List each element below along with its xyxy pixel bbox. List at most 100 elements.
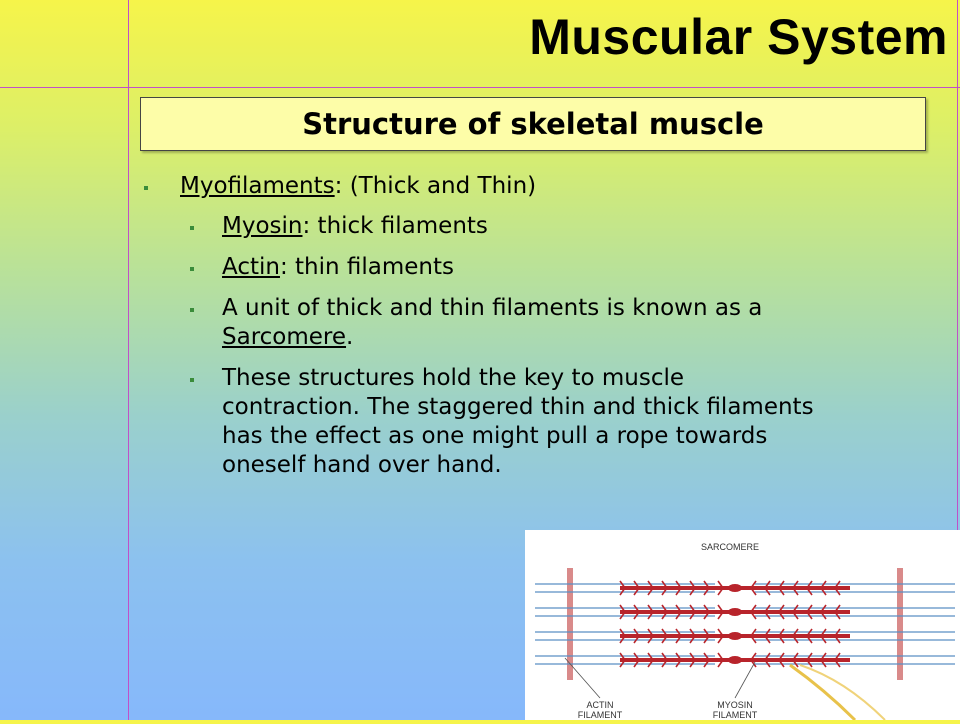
myosin-head <box>750 652 757 661</box>
myosin-head <box>675 628 682 637</box>
bullet-text: These structures hold the key to muscle … <box>222 365 814 478</box>
myosin-head <box>834 628 841 637</box>
title-divider-line <box>0 87 960 88</box>
myosin-head <box>647 580 654 589</box>
myosin-head <box>778 659 785 668</box>
myosin-head <box>806 635 813 644</box>
myosin-head <box>675 587 682 596</box>
myosin-head <box>717 659 724 668</box>
actin-label-line1: ACTIN <box>587 700 614 710</box>
bullet-icon <box>190 267 194 271</box>
myosin-head <box>661 587 668 596</box>
myosin-head <box>778 635 785 644</box>
myosin-head <box>764 652 771 661</box>
myosin-head <box>717 628 724 637</box>
bullet-myosin: Myosin: thick filaments <box>140 212 820 241</box>
myosin-head <box>764 635 771 644</box>
myosin-head <box>619 659 626 668</box>
z-line-left <box>567 568 573 680</box>
myosin-head <box>619 611 626 620</box>
myosin-head <box>717 604 724 613</box>
myosin-head <box>764 611 771 620</box>
myosin-head <box>834 635 841 644</box>
myosin-head <box>675 611 682 620</box>
myosin-head <box>778 587 785 596</box>
myosin-head <box>647 659 654 668</box>
myosin-head <box>834 580 841 589</box>
myosin-head <box>717 652 724 661</box>
myosin-head <box>792 635 799 644</box>
term-actin: Actin <box>222 254 280 280</box>
myosin-head <box>750 635 757 644</box>
myosin-head <box>689 652 696 661</box>
myosin-head <box>675 580 682 589</box>
myosin-head <box>633 611 640 620</box>
myosin-head <box>750 628 757 637</box>
myosin-head <box>792 580 799 589</box>
myosin-head <box>689 580 696 589</box>
page-title: Muscular System <box>529 9 948 65</box>
myosin-head <box>820 635 827 644</box>
m-line-node <box>728 656 742 664</box>
bullet-icon <box>190 378 194 382</box>
myosin-head <box>792 587 799 596</box>
myosin-head <box>703 604 710 613</box>
myosin-head <box>703 659 710 668</box>
myosin-head <box>661 604 668 613</box>
myosin-head <box>633 628 640 637</box>
bullet-icon <box>144 186 148 190</box>
myosin-label-line2: FILAMENT <box>713 710 758 720</box>
myosin-head <box>820 628 827 637</box>
myosin-head <box>750 604 757 613</box>
subtitle-box: Structure of skeletal muscle <box>140 97 926 151</box>
myosin-head <box>647 587 654 596</box>
left-margin-line <box>128 0 129 720</box>
myosin-head <box>764 587 771 596</box>
myosin-head <box>820 611 827 620</box>
myosin-head <box>689 587 696 596</box>
myosin-head <box>633 587 640 596</box>
myosin-head <box>689 635 696 644</box>
myosin-head <box>750 580 757 589</box>
myosin-head <box>703 652 710 661</box>
myosin-head <box>647 604 654 613</box>
myosin-head <box>619 604 626 613</box>
myosin-head <box>764 604 771 613</box>
myosin-head <box>661 611 668 620</box>
myosin-head <box>661 659 668 668</box>
myosin-head <box>619 652 626 661</box>
myosin-head <box>703 635 710 644</box>
myosin-head <box>703 587 710 596</box>
z-line-right <box>897 568 903 680</box>
myosin-head <box>806 659 813 668</box>
myosin-head <box>778 604 785 613</box>
highlight-streak <box>799 664 886 721</box>
myosin-head <box>647 628 654 637</box>
myosin-head <box>633 604 640 613</box>
myosin-head <box>750 611 757 620</box>
myosin-head <box>778 580 785 589</box>
myosin-head <box>792 652 799 661</box>
myosin-head <box>675 604 682 613</box>
m-line-node <box>728 584 742 592</box>
myosin-head <box>703 580 710 589</box>
bullet-icon <box>190 308 194 312</box>
right-margin-line <box>957 0 958 720</box>
bullet-sarcomere-unit: A unit of thick and thin filaments is kn… <box>140 294 820 352</box>
myosin-head <box>792 628 799 637</box>
myosin-head <box>675 635 682 644</box>
myosin-head <box>834 604 841 613</box>
myosin-head <box>806 604 813 613</box>
myosin-head <box>647 611 654 620</box>
myosin-head <box>689 628 696 637</box>
bullet-text: : (Thick and Thin) <box>334 173 537 199</box>
myosin-head <box>717 587 724 596</box>
myosin-head <box>792 611 799 620</box>
term-myofilaments: Myofilaments <box>180 173 335 199</box>
myosin-head <box>633 659 640 668</box>
bullet-actin: Actin: thin filaments <box>140 253 820 282</box>
term-myosin: Myosin <box>222 213 303 239</box>
myosin-head <box>717 611 724 620</box>
myosin-head <box>619 628 626 637</box>
diagram-title: SARCOMERE <box>701 542 759 552</box>
